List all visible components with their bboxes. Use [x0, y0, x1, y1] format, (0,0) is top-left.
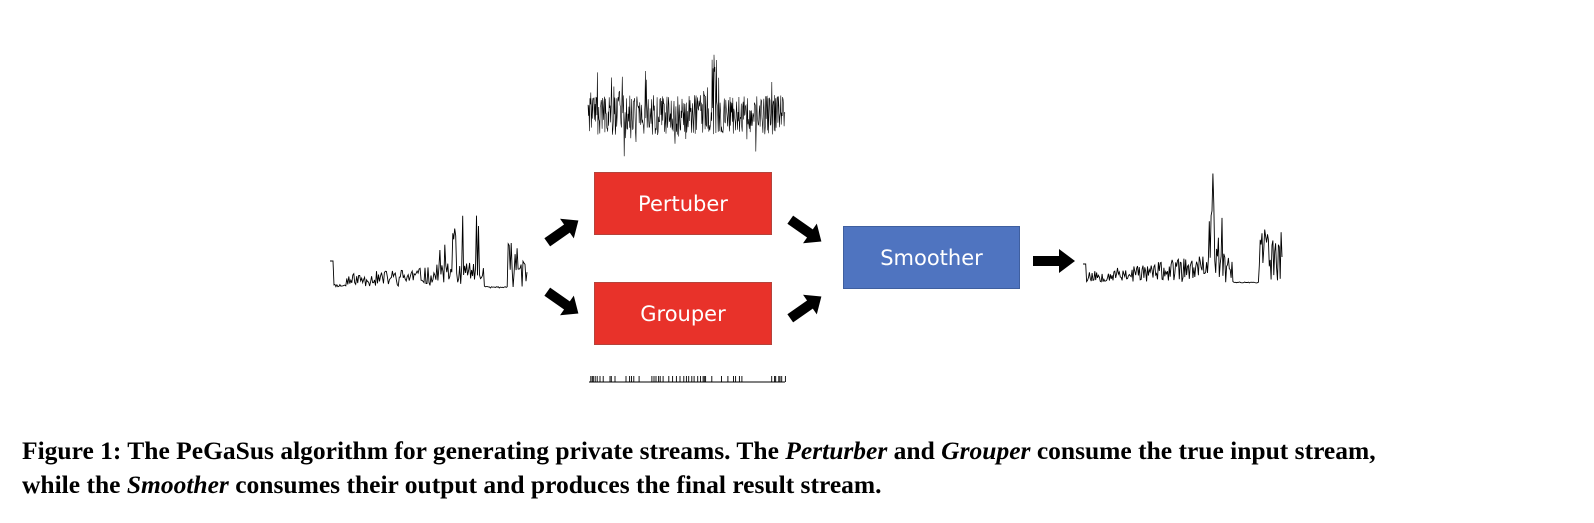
caption-mid2: consume the true input stream,	[1030, 436, 1376, 465]
pegasus-diagram: Pertuber Grouper Smoother	[330, 54, 1283, 383]
perturber-stream-line	[587, 54, 786, 157]
perturber-output-stream-plot	[587, 54, 786, 157]
grouper-stream-ticks	[589, 376, 786, 383]
arrow-perturber-to-smoother	[787, 215, 822, 244]
final-output-stream-line	[1083, 173, 1283, 284]
arrow-smoother-to-output	[1033, 249, 1075, 273]
arrow-input-to-perturber	[544, 218, 579, 247]
figure-caption: Figure 1: The PeGaSus algorithm for gene…	[22, 434, 1582, 502]
caption-smoother: Smoother	[126, 470, 229, 499]
perturber-node-label: Pertuber	[638, 191, 728, 216]
grouper-node: Grouper	[594, 282, 772, 345]
caption-prefix: Figure 1: The PeGaSus algorithm for gene…	[22, 436, 786, 465]
caption-grouper: Grouper	[941, 436, 1031, 465]
caption-line2-suffix: consumes their output and produces the f…	[228, 470, 882, 499]
smoother-node-label: Smoother	[880, 245, 983, 270]
arrow-grouper-to-smoother	[787, 294, 822, 323]
diagram-canvas	[330, 54, 1283, 383]
arrow-input-to-grouper	[544, 287, 579, 316]
grouper-output-stream-plot	[589, 376, 786, 383]
grouper-node-label: Grouper	[640, 301, 726, 326]
input-stream-plot	[330, 215, 528, 289]
caption-perturber: Perturber	[785, 436, 888, 465]
caption-line2-prefix: while the	[22, 470, 127, 499]
smoother-node: Smoother	[843, 226, 1020, 289]
input-stream-line	[330, 215, 528, 289]
caption-line-1: Figure 1: The PeGaSus algorithm for gene…	[22, 434, 1582, 468]
caption-mid1: and	[887, 436, 942, 465]
final-output-stream-plot	[1083, 173, 1283, 284]
caption-line-2: while the Smoother consumes their output…	[22, 468, 1582, 502]
perturber-node: Pertuber	[594, 172, 772, 235]
